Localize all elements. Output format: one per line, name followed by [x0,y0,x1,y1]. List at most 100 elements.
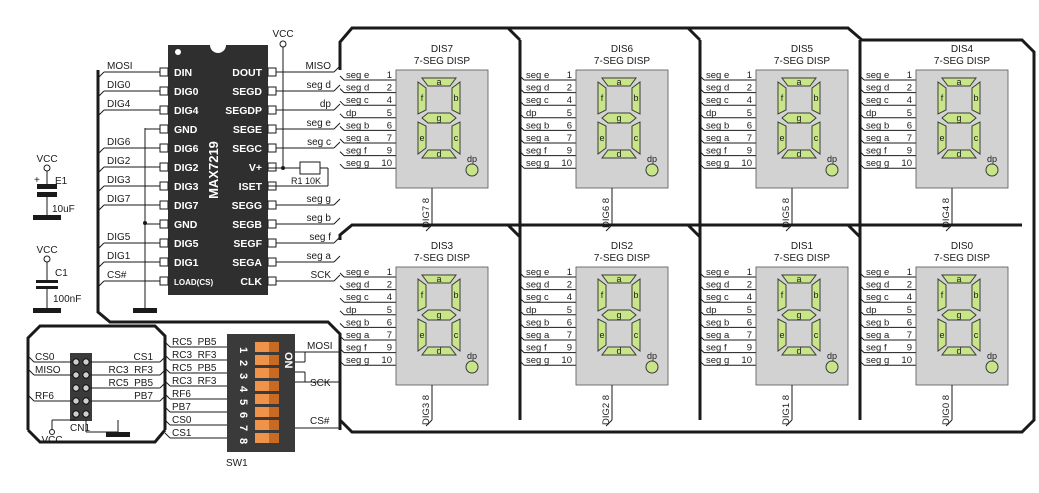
sw1-number: 1 [237,347,249,353]
display-pin-number: 7 [567,133,572,144]
display-name: DIS0 [951,241,974,252]
segment-letter: d [796,149,801,159]
segment-letter: dp [647,351,657,361]
chip-right-pin: SEGA [232,257,262,269]
sw1-left-label: CS1 [172,428,192,439]
display-pin-number: 4 [387,292,392,303]
display-pin-label: seg g [346,158,369,169]
segment-letter: dp [467,351,477,361]
chip-left-net: DIG6 [107,137,131,148]
sw1-number: 7 [237,425,249,431]
sw1-left-label: RC3_RF3 [172,376,217,387]
display-pin-number: 2 [747,280,752,291]
segment-g [941,112,977,124]
segment-letter: dp [827,154,837,164]
sw1-left-label: CS0 [172,415,192,426]
chip-right-net: SCK [310,270,331,281]
segment-dp [645,360,659,374]
segment-a [421,77,457,87]
display-name: DIS2 [611,241,634,252]
sw1-left-label: PB7 [172,402,191,413]
segment-e [937,318,947,352]
display-pin-number: 7 [907,133,912,144]
segment-c [631,121,641,155]
segment-letter: a [616,274,621,284]
segment-letter: d [956,346,961,356]
display-pin-label: seg c [526,95,549,106]
segment-letter: g [616,310,621,320]
chip-left-pin: DIG3 [174,181,199,193]
display-digit-line: DIG6 8 [601,198,612,228]
sw1-number: 4 [237,386,249,393]
display-pin-number: 5 [567,305,572,316]
sw1-switch[interactable] [255,420,269,430]
display-pin-number: 5 [387,108,392,119]
sw1-switch[interactable] [255,368,269,378]
display-pin-label: seg e [866,70,889,81]
segment-dp [645,163,659,177]
cn1-pin [72,384,80,392]
display-pin-number: 9 [567,146,572,157]
segment-a [601,77,637,87]
display-pin-label: seg c [866,95,889,106]
c1-name: C1 [55,268,68,279]
segment-dp [825,163,839,177]
display-pin-label: seg g [346,355,369,366]
segment-a [601,274,637,284]
display-pin-label: seg e [866,267,889,278]
segment-letter: g [616,113,621,123]
cn1-pin [72,371,80,379]
sw1-switch[interactable] [255,433,269,443]
display-pin-label: dp [526,108,537,119]
segment-letter: f [601,93,604,103]
segment-letter: c [454,330,459,340]
display-pin-label: seg f [706,146,727,157]
display-pin-number: 6 [567,120,572,131]
display-name: DIS5 [791,44,814,55]
segment-letter: f [941,93,944,103]
pin1-marker [175,49,181,55]
display-pin-number: 1 [747,70,752,81]
segment-g [421,112,457,124]
segment-a [781,274,817,284]
cn1-pin [82,371,90,379]
sw1-switch[interactable] [255,342,269,352]
sw1-switch[interactable] [255,407,269,417]
cn1-left-label: RF6 [35,391,54,402]
power-section: VCC R1 10K VCC + E1 10uF VCC C1 100nF [33,29,329,313]
display-pin-number: 2 [907,83,912,94]
display-digit-line: DIG7 8 [421,198,432,228]
display-pin-label: seg a [526,133,550,144]
segment-letter: dp [987,154,997,164]
segment-letter: a [436,274,441,284]
c1-value: 100nF [53,294,81,305]
display-pin-label: seg c [706,292,729,303]
chip-right-net: seg d [307,80,331,91]
display-pin-label: seg b [866,317,889,328]
display-pin-label: seg g [706,355,729,366]
chip-left-net: DIG1 [107,251,131,262]
segment-d [781,346,817,356]
vcc-label-c1: VCC [36,245,57,256]
display-pin-label: seg d [526,83,549,94]
display-pin-number: 4 [747,292,752,303]
cn1-right-label: RC5_PB5 [109,378,154,389]
chip-left-pin: DIG7 [174,200,199,212]
vcc-label-e1: VCC [36,154,57,165]
display-pin-number: 1 [387,70,392,81]
display-pin-label: seg c [866,292,889,303]
segment-c [971,121,981,155]
sw1-switch[interactable] [255,355,269,365]
cn1-right-label: RC3_RF3 [109,365,154,376]
e1-plus: + [34,175,40,186]
sw1-switch[interactable] [255,381,269,391]
segment-b [971,81,981,115]
segment-letter: e [599,133,604,143]
display-pin-number: 7 [387,330,392,341]
sw1-switch[interactable] [255,394,269,404]
display-pin-label: seg c [706,95,729,106]
